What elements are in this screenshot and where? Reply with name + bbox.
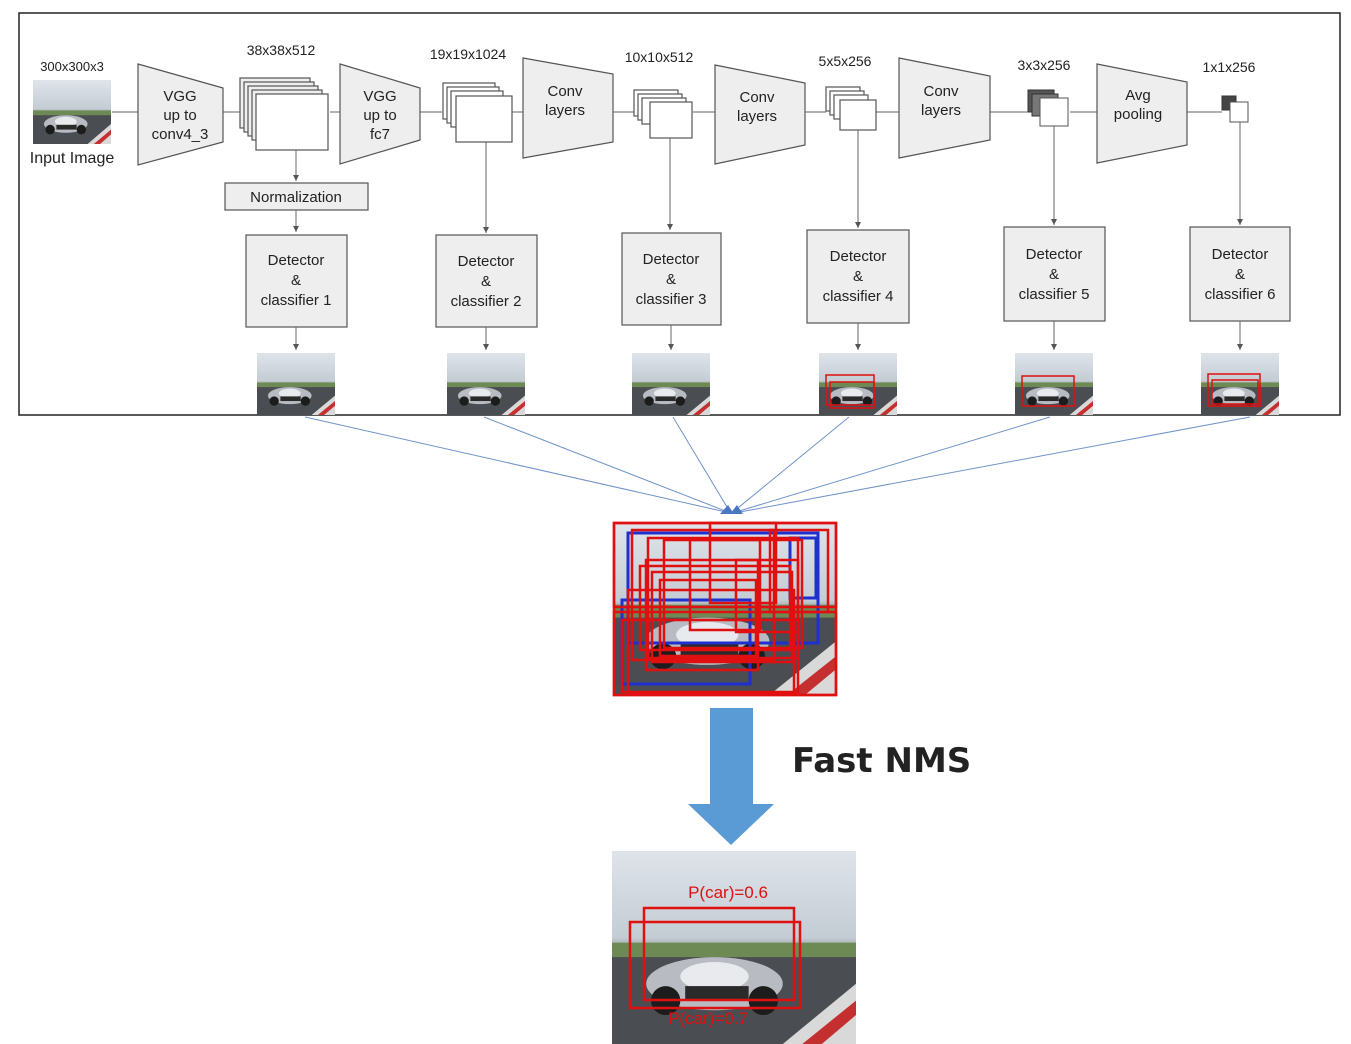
output-connectors: [293, 321, 1243, 350]
detector-classifier-3: Detector & classifier 3: [621, 232, 722, 326]
layer-avg-pooling: Avg pooling: [1096, 63, 1188, 164]
detection-output-thumb-6: [1201, 353, 1279, 415]
layer-label-line: pooling: [1114, 106, 1162, 123]
detector-label-line: classifier 5: [1019, 286, 1090, 303]
layer-label-line: Conv: [923, 83, 959, 100]
layer-conv-2: Conv layers: [714, 64, 806, 165]
feature-map-stack-1: [239, 77, 329, 151]
input-image: [33, 80, 111, 144]
layer-label-line: Conv: [739, 89, 775, 106]
feature-map-dims-1: 38x38x512: [247, 42, 316, 58]
nms-down-arrow: [688, 708, 774, 845]
final-label-prob-1: P(car)=0.6: [688, 883, 768, 902]
feature-map-stack-3: [633, 89, 693, 139]
detector-classifier-6: Detector & classifier 6: [1189, 226, 1291, 322]
layer-conv-3: Conv layers: [898, 57, 991, 159]
final-detection-image: [612, 851, 856, 1044]
layer-label-line: Avg: [1125, 87, 1151, 104]
normalization-label: Normalization: [250, 189, 342, 206]
normalization-box: [224, 182, 369, 211]
detector-label-line: &: [853, 268, 863, 285]
layer-label-line: layers: [545, 102, 585, 119]
input-dims-label: 300x300x3: [40, 59, 104, 74]
detector-label-line: &: [666, 271, 676, 288]
feature-map-dims-4: 5x5x256: [819, 53, 872, 69]
detection-output-thumb-1: [257, 353, 335, 415]
layer-label-line: Conv: [547, 83, 583, 100]
layer-vgg-conv4_3: VGG up to conv4_3: [137, 63, 224, 166]
feature-map-stack-5: [1027, 89, 1069, 127]
layer-label-line: layers: [737, 108, 777, 125]
feature-map-stack-2: [442, 82, 513, 143]
detector-label-line: &: [1235, 266, 1245, 283]
feature-map-stack-6: [1221, 95, 1249, 123]
detection-output-thumb-4: [819, 353, 897, 415]
detector-classifier-5: Detector & classifier 5: [1003, 226, 1106, 322]
detector-label-line: &: [1049, 266, 1059, 283]
detector-label-line: classifier 1: [261, 292, 332, 309]
detector-label-line: &: [291, 272, 301, 289]
detector-label-line: Detector: [1212, 246, 1269, 263]
detector-label-line: Detector: [643, 251, 700, 268]
layer-label-line: up to: [163, 107, 196, 124]
final-label-prob-2: P(car)=0.7: [668, 1009, 748, 1028]
detector-label-line: classifier 3: [636, 291, 707, 308]
detector-label-line: classifier 2: [451, 293, 522, 310]
feature-map-dims-6: 1x1x256: [1203, 59, 1256, 75]
layer-conv-1: Conv layers: [522, 57, 614, 159]
layer-vgg-fc7: VGG up to fc7: [339, 63, 421, 165]
detector-label-line: &: [481, 273, 491, 290]
input-image-label: Input Image: [30, 150, 115, 167]
feature-map-dims-5: 3x3x256: [1018, 57, 1071, 73]
detection-output-thumb-3: [632, 353, 710, 415]
layer-label-line: up to: [363, 107, 396, 124]
layer-label-line: fc7: [370, 126, 390, 143]
detector-label-line: Detector: [1026, 246, 1083, 263]
feature-map-dims-3: 10x10x512: [625, 49, 694, 65]
aggregated-detections-image: [612, 521, 838, 697]
detector-label-line: classifier 4: [823, 288, 894, 305]
detector-classifier-1: Detector & classifier 1: [245, 234, 348, 328]
detector-label-line: classifier 6: [1205, 286, 1276, 303]
feature-map-dims-2: 19x19x1024: [430, 46, 507, 62]
detector-classifier-4: Detector & classifier 4: [806, 229, 910, 324]
detector-connectors: [483, 122, 1243, 233]
detector-label-line: Detector: [830, 248, 887, 265]
aggregation-fan-lines: [304, 416, 1251, 514]
feature-map-stack-4: [825, 86, 877, 131]
layer-label-line: VGG: [363, 88, 396, 105]
detector-classifier-2: Detector & classifier 2: [435, 234, 538, 328]
nms-label: Fast NMS: [792, 741, 971, 781]
detection-output-thumb-5: [1015, 353, 1093, 415]
detection-output-thumb-2: [447, 353, 525, 415]
layer-label-line: VGG: [163, 88, 196, 105]
layer-label-line: conv4_3: [152, 126, 209, 143]
detector-label-line: Detector: [268, 252, 325, 269]
layer-label-line: layers: [921, 102, 961, 119]
detector-label-line: Detector: [458, 253, 515, 270]
